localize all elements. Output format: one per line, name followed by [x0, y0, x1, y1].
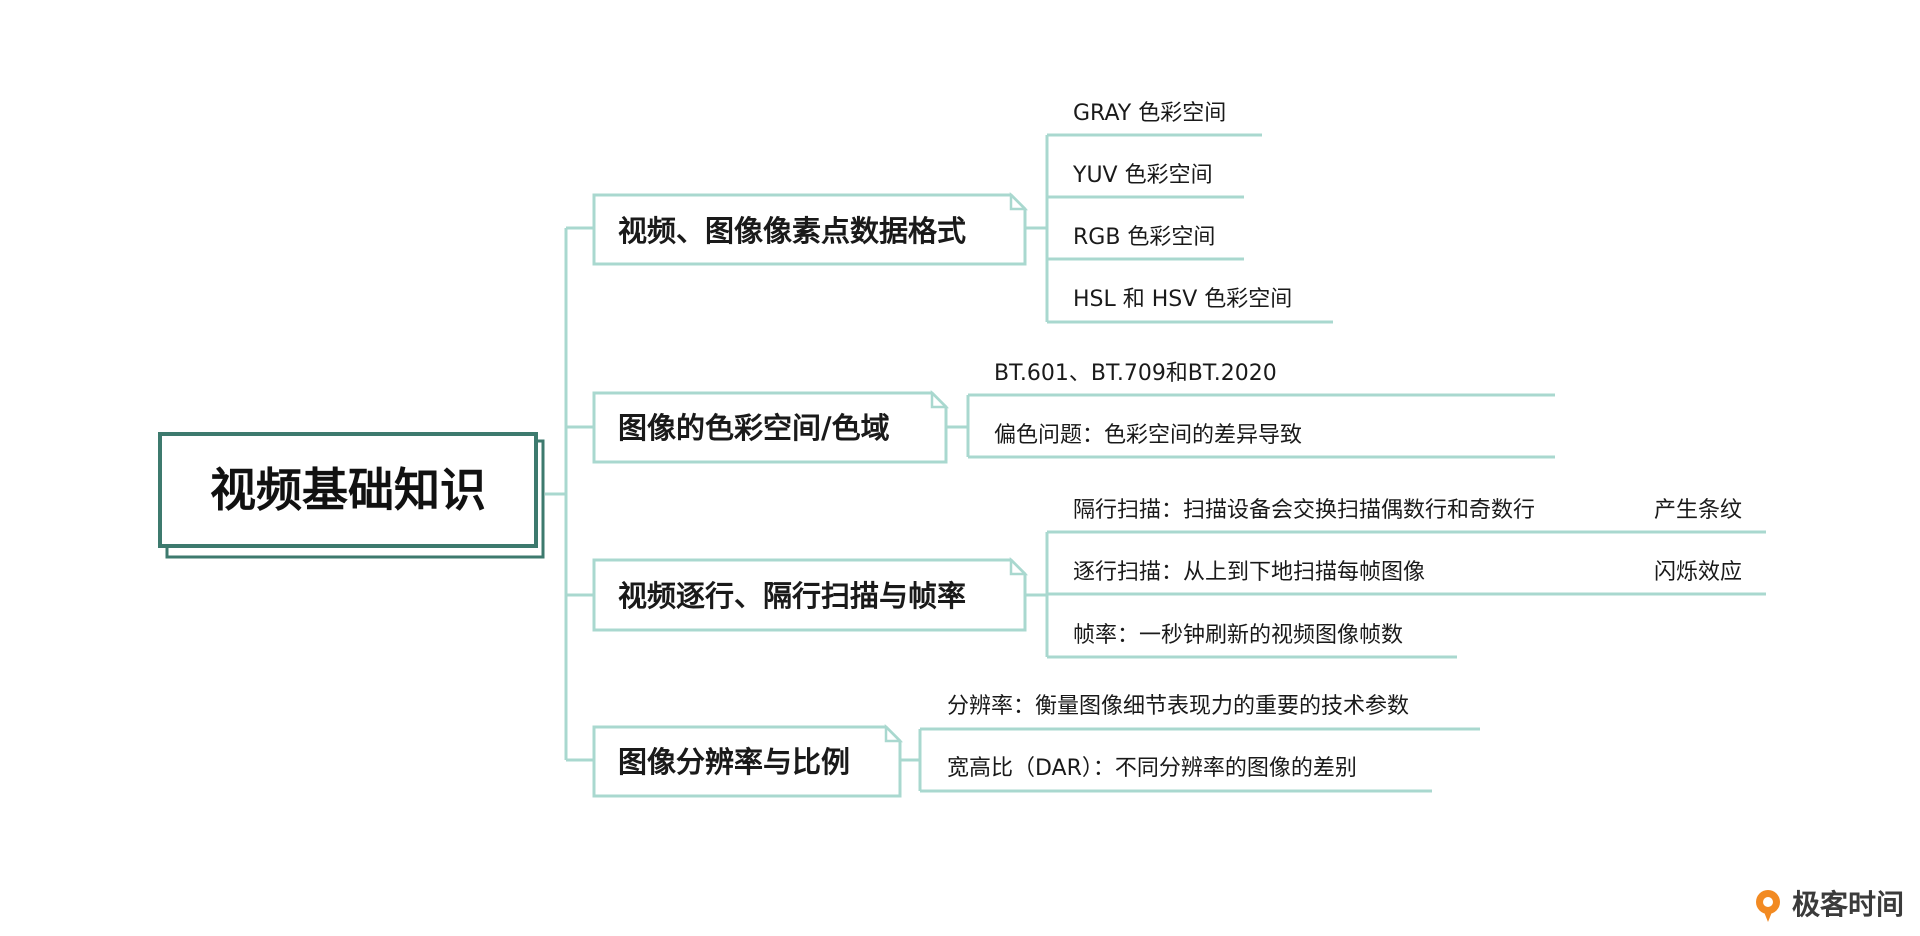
- branch-1-fold: [1009, 191, 1029, 211]
- root-node[interactable]: 视频基础知识: [158, 432, 545, 559]
- branch-3-title: 视频逐行、隔行扫描与帧率: [618, 579, 966, 613]
- leaf-rgb-color-space[interactable]: RGB 色彩空间: [1073, 225, 1215, 250]
- leaf-interlaced-scan[interactable]: 隔行扫描：扫描设备会交换扫描偶数行和奇数行: [1073, 498, 1535, 523]
- branch-2-title: 图像的色彩空间/色域: [618, 411, 890, 445]
- branch-3-leaf-connectors: [1025, 530, 1766, 659]
- branch-4-title: 图像分辨率与比例: [618, 745, 850, 779]
- leaf-hsl-hsv-color-space[interactable]: HSL 和 HSV 色彩空间: [1073, 287, 1292, 312]
- branch-3-box: [592, 558, 1027, 632]
- branch-1-title: 视频、图像像素点数据格式: [618, 214, 966, 248]
- branch-4-box: [592, 725, 902, 798]
- leaf-resolution[interactable]: 分辨率：衡量图像细节表现力的重要的技术参数: [947, 694, 1409, 719]
- branch-node-scanning-framerate[interactable]: 视频逐行、隔行扫描与帧率: [592, 556, 1029, 632]
- leaf-flicker-effect[interactable]: 闪烁效应: [1654, 560, 1742, 585]
- branch-1-box: [592, 193, 1027, 266]
- trunk-connectors: [545, 226, 594, 762]
- leaf-stripes-effect[interactable]: 产生条纹: [1654, 498, 1742, 523]
- leaf-bt-standards[interactable]: BT.601、BT.709和BT.2020: [994, 361, 1277, 386]
- leaf-color-cast[interactable]: 偏色问题：色彩空间的差异导致: [994, 423, 1302, 448]
- geektime-logo-icon: [1756, 890, 1780, 922]
- branch-node-resolution-ratio[interactable]: 图像分辨率与比例: [592, 723, 904, 798]
- leaf-yuv-color-space[interactable]: YUV 色彩空间: [1072, 163, 1213, 188]
- branch-2-leaf-connectors: [946, 393, 1555, 459]
- leaf-gray-color-space[interactable]: GRAY 色彩空间: [1073, 101, 1226, 126]
- branch-node-pixel-format[interactable]: 视频、图像像素点数据格式: [592, 191, 1029, 266]
- root-node-box: [158, 432, 538, 548]
- branch-1-leaf-connectors: [1025, 133, 1333, 324]
- leaf-aspect-ratio[interactable]: 宽高比（DAR）：不同分辨率的图像的差别: [947, 756, 1357, 781]
- branch-3-fold: [1009, 556, 1029, 576]
- branch-2-fold: [930, 389, 950, 409]
- leaf-progressive-scan[interactable]: 逐行扫描：从上到下地扫描每帧图像: [1073, 560, 1425, 585]
- brand-name: 极客时间: [1792, 888, 1904, 921]
- branch-node-color-gamut[interactable]: 图像的色彩空间/色域: [592, 389, 950, 464]
- brand-logo-hole: [1763, 897, 1773, 907]
- brand-logo: 极客时间: [1756, 888, 1904, 922]
- leaf-frame-rate[interactable]: 帧率：一秒钟刷新的视频图像帧数: [1073, 623, 1403, 648]
- branch-2-box: [592, 391, 948, 464]
- branch-4-fold: [884, 723, 904, 743]
- brand-logo-tail: [1764, 912, 1772, 922]
- root-title: 视频基础知识: [210, 463, 486, 517]
- branch-4-leaf-connectors: [900, 727, 1480, 793]
